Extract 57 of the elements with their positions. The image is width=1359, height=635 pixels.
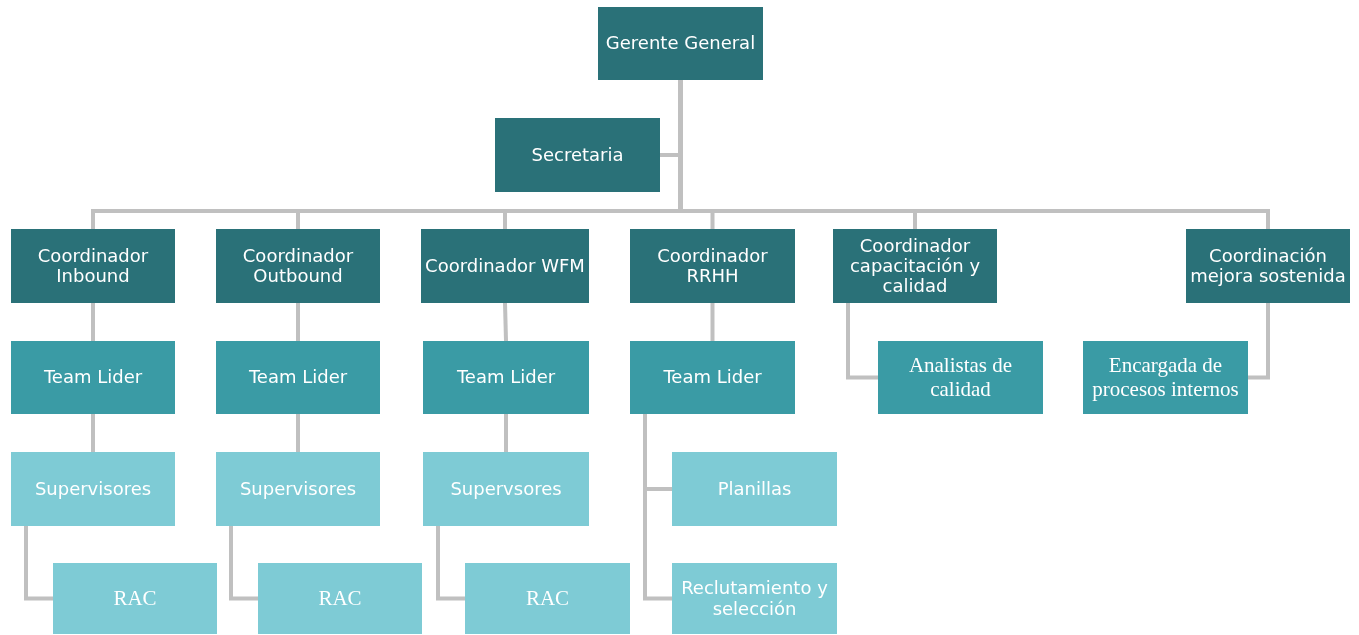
role-label: Supervisores bbox=[34, 478, 152, 500]
role-label: Team Lider bbox=[43, 367, 143, 388]
org-box bbox=[1186, 229, 1350, 303]
connector-line bbox=[91, 303, 95, 341]
connector-line bbox=[296, 303, 300, 341]
connector-line bbox=[1248, 303, 1270, 380]
org-box bbox=[11, 341, 175, 414]
role-label: Secretaria bbox=[531, 144, 624, 166]
org-box bbox=[423, 452, 589, 526]
org-box bbox=[421, 229, 589, 303]
role-label: Coordinador Outbound bbox=[241, 245, 355, 287]
role-label: Team Lider bbox=[456, 367, 556, 388]
role-label: Encargada de procesos internos bbox=[1091, 354, 1240, 401]
role-label: Coordinación mejora sostenida bbox=[1189, 245, 1347, 287]
role-label: RAC bbox=[318, 586, 362, 611]
connector-line bbox=[504, 414, 508, 452]
connector-line bbox=[229, 526, 258, 601]
role-label: Coordinador capacitación y calidad bbox=[848, 235, 982, 297]
role-label: Team Lider bbox=[663, 367, 762, 388]
org-box bbox=[465, 563, 630, 634]
connector-line bbox=[846, 303, 878, 380]
org-box bbox=[216, 229, 380, 303]
role-label: Analistas de calidad bbox=[907, 354, 1014, 401]
org-box bbox=[672, 563, 837, 634]
role-label: Supervisores bbox=[239, 478, 357, 500]
role-label: Coordinador WFM bbox=[425, 255, 585, 277]
org-box bbox=[11, 452, 175, 526]
connector-line bbox=[643, 414, 672, 601]
role-label: RAC bbox=[113, 586, 157, 611]
org-box bbox=[258, 563, 422, 634]
role-label: RAC bbox=[525, 586, 570, 611]
connector-line bbox=[503, 302, 508, 342]
org-box bbox=[1083, 341, 1248, 414]
role-label: Planillas bbox=[717, 478, 792, 500]
org-box bbox=[878, 341, 1043, 414]
org-box bbox=[216, 452, 380, 526]
connector-line bbox=[710, 303, 715, 341]
org-box bbox=[630, 341, 795, 414]
org-box bbox=[216, 341, 380, 414]
connector-line bbox=[436, 526, 465, 601]
org-box bbox=[833, 229, 997, 303]
org-box bbox=[672, 452, 837, 526]
role-label: Supervsores bbox=[450, 478, 562, 500]
org-box bbox=[53, 563, 217, 634]
role-label: Coordinador RRHH bbox=[656, 245, 769, 287]
org-box bbox=[423, 341, 589, 414]
org-box bbox=[630, 229, 795, 303]
connector-line bbox=[24, 526, 53, 601]
role-label: Coordinador Inbound bbox=[36, 245, 150, 287]
connector-line bbox=[91, 414, 95, 452]
role-label: Reclutamiento y selección bbox=[680, 578, 829, 619]
connector-line bbox=[296, 414, 300, 452]
org-box bbox=[495, 118, 660, 192]
org-box bbox=[11, 229, 175, 303]
org-box bbox=[598, 7, 763, 80]
role-label: Gerente General bbox=[605, 33, 756, 54]
role-label: Team Lider bbox=[248, 367, 348, 388]
